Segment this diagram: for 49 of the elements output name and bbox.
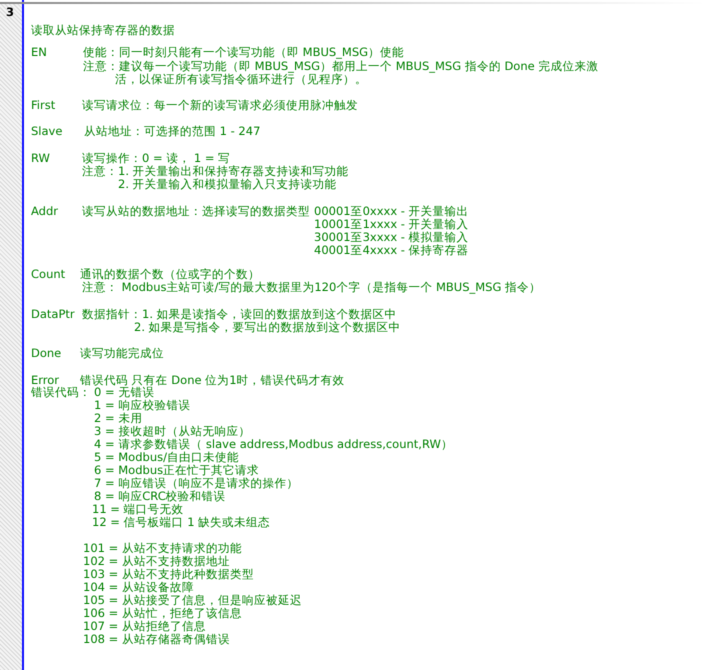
comment-text: 注意： Modbus主站可读/写的最大数据里为120个字（是指每一个 MBUS_MSG 指令） — [82, 281, 542, 294]
parameter-name: DataPtr — [31, 308, 75, 321]
error-code-text: 3 = 接收超时（从站无响应） — [94, 425, 250, 438]
comment-text: 错误代码 只有在 Done 位为1时，错误代码才有效 — [80, 374, 345, 387]
parameter-name: Addr — [31, 205, 58, 218]
parameter-name: EN — [31, 46, 47, 59]
error-code-text: 11 = 端口号无效 — [92, 503, 184, 516]
parameter-name: Done — [31, 347, 62, 360]
parameter-name: Error — [31, 374, 60, 387]
error-code-text: 105 = 从站接受了信息，但是响应被延迟 — [83, 594, 302, 607]
error-code-text: 8 = 响应CRC校验和错误 — [94, 490, 226, 503]
comment-heading: 读取从站保持寄存器的数据 — [31, 24, 175, 37]
error-code-text: 102 = 从站不支持数据地址 — [83, 555, 230, 568]
error-code-text: 5 = Modbus/自由口未使能 — [94, 451, 239, 464]
error-code-text: 101 = 从站不支持请求的功能 — [83, 542, 242, 555]
comment-text: 2. 开关量输入和模拟量输入只支持读功能 — [118, 178, 337, 191]
error-code-text: 2 = 未用 — [94, 412, 142, 425]
comment-text: 读写请求位：每一个新的读写请求必须使用脉冲触发 — [82, 99, 358, 112]
comment-text: 30001至3xxxx - 模拟量输入 — [314, 231, 469, 244]
parameter-name: First — [31, 99, 56, 112]
comment-text: 注意：1. 开关量输出和保持寄存器支持读和写功能 — [82, 165, 349, 178]
comment-text: 通讯的数据个数（位或字的个数） — [80, 268, 260, 281]
comment-text: 数据指针：1. 如果是读指令，读回的数据放到这个数据区中 — [82, 308, 397, 321]
comment-text: 读写功能完成位 — [80, 347, 164, 360]
parameter-name: Count — [31, 268, 66, 281]
error-code-text: 7 = 响应错误（响应不是请求的操作） — [94, 477, 298, 490]
error-code-text: 6 = Modbus正在忙于其它请求 — [94, 464, 260, 477]
error-code-text: 108 = 从站存储器奇偶错误 — [83, 633, 230, 646]
comment-text: 2. 如果是写指令，要写出的数据放到这个数据区中 — [134, 321, 401, 334]
error-code-text: 1 = 响应校验错误 — [94, 399, 190, 412]
error-code-text: 104 = 从站设备故障 — [83, 581, 194, 594]
error-code-text: 107 = 从站拒绝了信息 — [83, 620, 206, 633]
parameter-name: RW — [31, 152, 50, 165]
error-code-text: 103 = 从站不支持此种数据类型 — [83, 568, 254, 581]
comment-text: 00001至0xxxx - 开关量输出 — [314, 205, 469, 218]
parameter-name: 错误代码： — [31, 386, 91, 399]
error-code-text: 0 = 无错误 — [94, 386, 154, 399]
error-code-text: 12 = 信号板端口 1 缺失或未组态 — [92, 516, 270, 529]
parameter-name: Slave — [31, 125, 62, 138]
comment-text: 注意：建议每一个读写功能（即 MBUS_MSG）都用上一个 MBUS_MSG 指令的 Done 完成位来激活，以保证所有读写指令循环进行（见程序）。 — [83, 60, 600, 86]
error-code-text: 4 = 请求参数错误（ slave address,Modbus address,count,RW） — [94, 438, 453, 451]
row-number: 3 — [6, 6, 14, 19]
comment-text: 从站地址：可选择的范围 1 - 247 — [84, 125, 260, 138]
error-code-text: 106 = 从站忙，拒绝了该信息 — [83, 607, 242, 620]
comment-text: 10001至1xxxx - 开关量输入 — [314, 218, 469, 231]
comment-text: 使能：同一时刻只能有一个读写功能（即 MBUS_MSG）使能 — [83, 46, 404, 59]
comment-text: 读写操作：0 = 读， 1 = 写 — [82, 152, 230, 165]
comment-text: 40001至4xxxx - 保持寄存器 — [314, 244, 469, 257]
comment-text: 读写从站的数据地址：选择读写的数据类型 — [82, 205, 310, 218]
